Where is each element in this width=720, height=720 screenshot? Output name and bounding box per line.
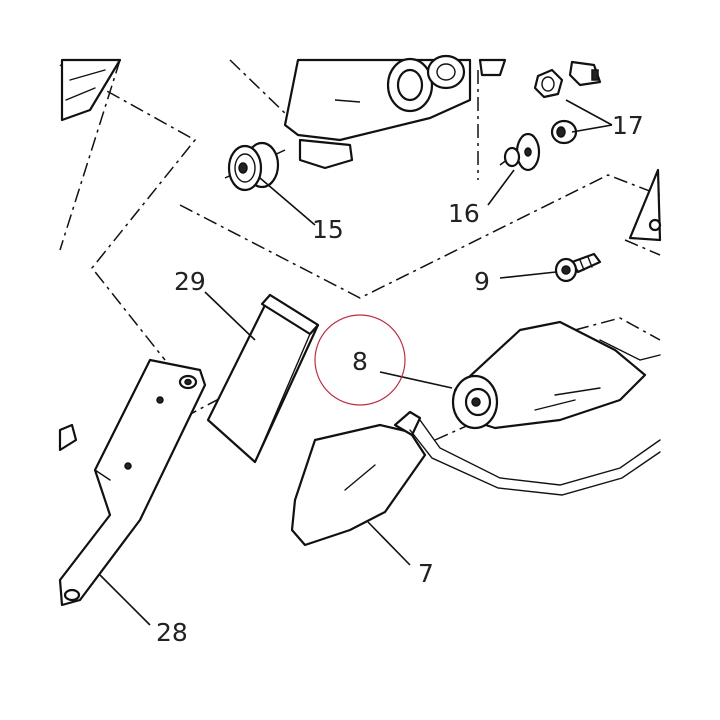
part-15-grommet	[227, 141, 280, 192]
part-28-side-bracket	[58, 358, 207, 607]
wire-harness	[409, 339, 661, 496]
callout-17: 17	[612, 111, 644, 140]
upper-frame-bracket	[60, 54, 507, 170]
callout-leaders	[99, 99, 613, 626]
callout-8: 8	[352, 347, 368, 376]
callout-15: 15	[312, 215, 344, 244]
callout-16: 16	[448, 199, 480, 228]
callout-9: 9	[474, 267, 490, 296]
part-9-bolt	[554, 252, 602, 283]
callout-labels: 15 16 17 9 29 8 7 28	[156, 111, 644, 647]
part-8-light-housing	[451, 320, 647, 430]
part-16-collar	[503, 132, 541, 172]
right-upper-bracket	[628, 168, 662, 242]
callout-28: 28	[156, 618, 188, 647]
part-29-pad	[206, 293, 320, 464]
connector-plug	[568, 60, 602, 87]
part-17-washer	[550, 119, 578, 145]
callout-7: 7	[418, 559, 434, 588]
callout-29: 29	[174, 267, 206, 296]
part-17-nut	[533, 68, 564, 99]
part-7-lens-cover	[290, 410, 427, 547]
callout-highlight-ring	[314, 314, 406, 406]
